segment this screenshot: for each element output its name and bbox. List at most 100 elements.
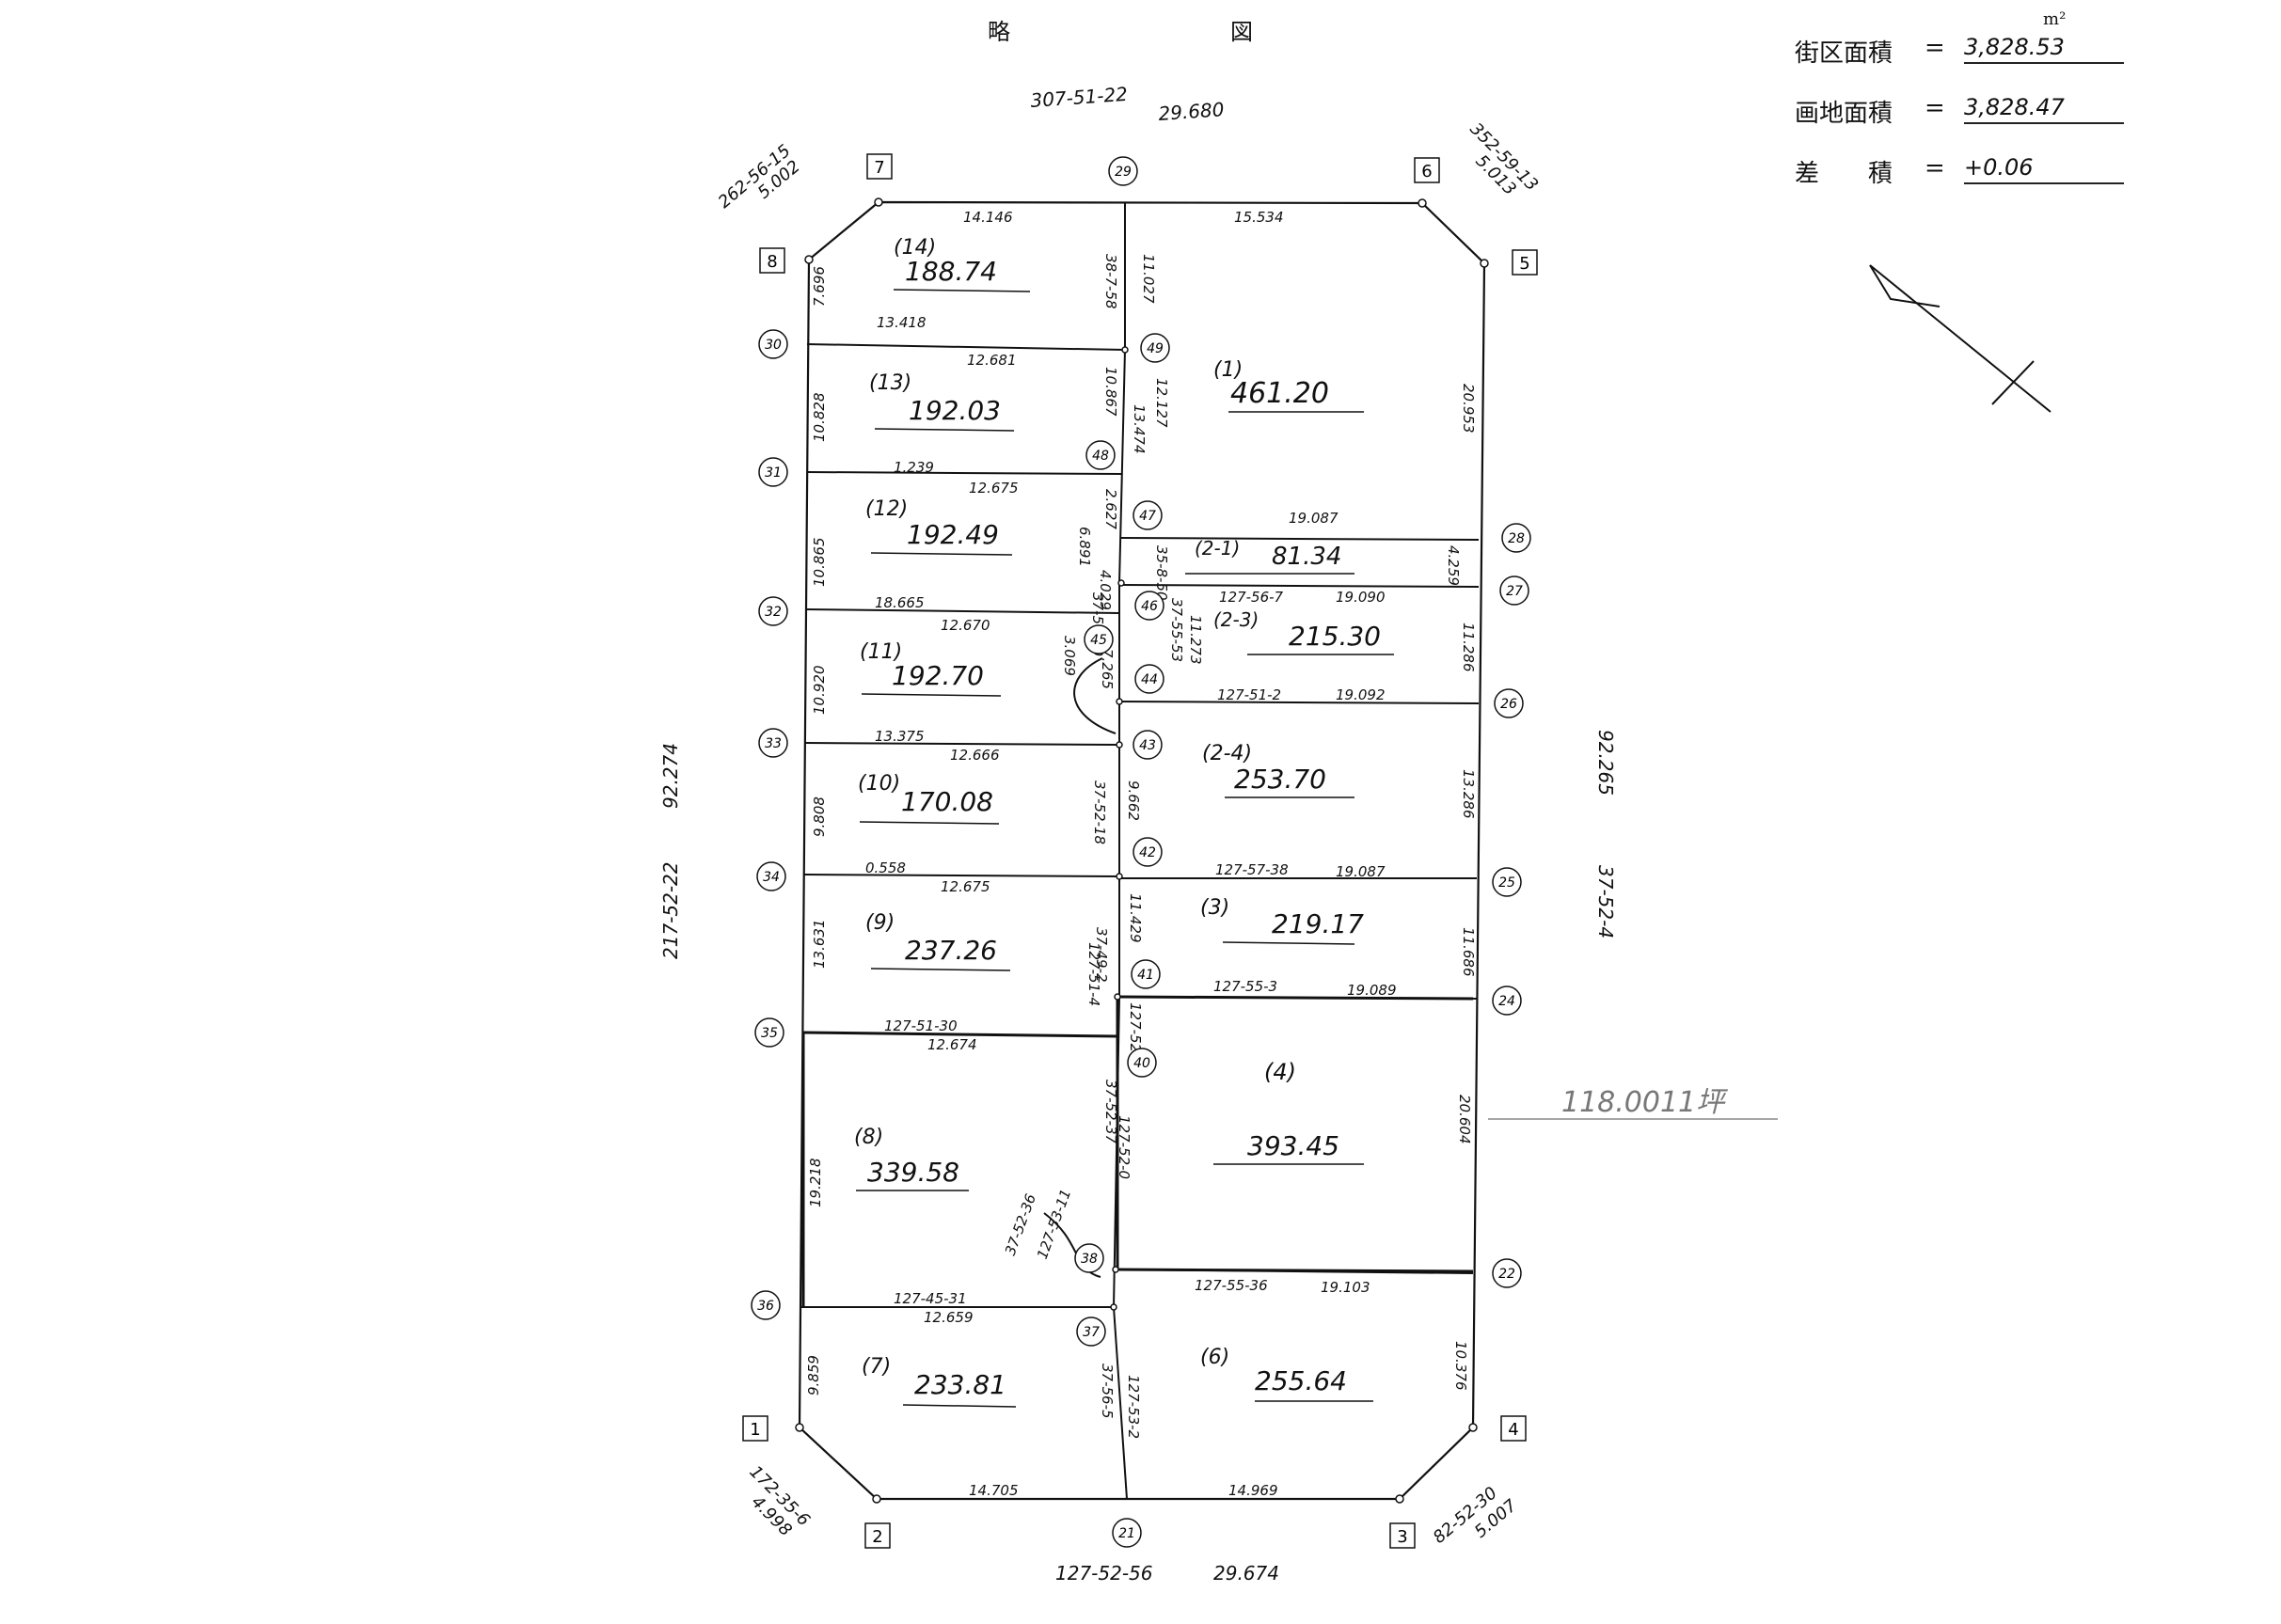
parcel-number: (14) — [894, 236, 936, 260]
marker-label: 22 — [1498, 1267, 1515, 1282]
lot-area-label: 画地面積 — [1795, 100, 1893, 128]
marker-label: 48 — [1092, 449, 1109, 464]
parcel-2-4: (2-4) 253.70 — [1202, 742, 1354, 798]
parcel-11: (11) 192.70 — [860, 640, 1002, 697]
parcel-labels: (14) 188.74 (13) 192.03 (12) 192.49 (11)… — [854, 236, 1394, 1408]
edge-label: 12.681 — [967, 352, 1017, 369]
marker-label: 3 — [1397, 1527, 1407, 1547]
block-area-value: 3,828.53 — [1964, 34, 2124, 64]
edge-label: 37-55-53 — [1168, 598, 1185, 662]
parcel-number: (1) — [1213, 358, 1243, 382]
circle-marker-38: 38 — [1074, 1243, 1104, 1273]
marker-label: 42 — [1139, 845, 1156, 860]
top-bearing: 307-51-22 — [1030, 83, 1129, 112]
edge-label: 0.558 — [865, 859, 906, 876]
area-unit: m² — [2043, 9, 2067, 29]
edge-label: 10.376 — [1452, 1341, 1469, 1391]
parcel-area: 461.20 — [1230, 377, 1329, 410]
circle-marker-28: 28 — [1501, 523, 1531, 553]
edge-label: 127-55-36 — [1195, 1277, 1268, 1294]
marker-label: 33 — [765, 736, 782, 751]
block-area-label: 街区面積 — [1795, 39, 1893, 68]
right-bearing: 37-52-4 — [1594, 865, 1617, 938]
edge-label: 19.103 — [1321, 1279, 1370, 1296]
edge-label: 9.859 — [805, 1355, 822, 1395]
parcel-number: (6) — [1200, 1346, 1229, 1369]
edge-label: 37-49-2 — [1093, 927, 1110, 983]
edge-label: 35-8-50 — [1153, 545, 1170, 601]
circle-marker-40: 40 — [1127, 1048, 1157, 1078]
parcel-1: (1) 461.20 — [1213, 358, 1364, 413]
edge-label: 15.534 — [1234, 209, 1284, 226]
difference-label: 差 積 — [1795, 160, 1893, 188]
parcel-7: (7) 233.81 — [862, 1355, 1017, 1408]
marker-label: 4 — [1508, 1420, 1518, 1440]
difference-value: +0.06 — [1964, 154, 2124, 184]
edge-label: 12.675 — [941, 878, 990, 895]
edge-label: 19.218 — [807, 1159, 824, 1208]
circle-marker-46: 46 — [1134, 591, 1164, 621]
marker-label: 43 — [1139, 738, 1156, 753]
title-right-char: 図 — [1230, 19, 1255, 45]
lot-lines — [800, 203, 1480, 1500]
edge-label: 127-55-3 — [1213, 978, 1277, 995]
parcel-area: 215.30 — [1289, 621, 1381, 652]
square-marker-1: 1 — [742, 1415, 768, 1442]
parcel-6: (6) 255.64 — [1200, 1346, 1373, 1402]
edge-label: 127-53-2 — [1125, 1375, 1142, 1439]
equals-sign: = — [1925, 154, 1945, 182]
edge-label: 127-51-4 — [1085, 942, 1102, 1006]
vertex-points — [795, 197, 1489, 1504]
square-marker-7: 7 — [866, 153, 893, 180]
parcel-area: 253.70 — [1234, 764, 1326, 795]
edge-label: 37-56-5 — [1099, 1364, 1116, 1419]
parcel-area: 219.17 — [1272, 908, 1364, 939]
marker-label: 8 — [767, 252, 777, 272]
edge-label: 19.092 — [1336, 686, 1386, 703]
parcel-number: (8) — [854, 1126, 883, 1149]
parcel-number: (10) — [858, 772, 900, 796]
edge-label: 13.418 — [877, 314, 927, 331]
square-marker-4: 4 — [1500, 1415, 1527, 1442]
north-arrow-icon — [1869, 264, 2051, 413]
edge-label: 19.089 — [1347, 982, 1397, 999]
parcel-area: 237.26 — [905, 935, 997, 966]
parcel-area: 170.08 — [901, 786, 993, 817]
circle-marker-22: 22 — [1492, 1258, 1522, 1288]
edge-label: 20.604 — [1456, 1095, 1473, 1144]
edge-label: 127-53-11 — [1034, 1187, 1074, 1261]
edge-label: 2.627 — [1102, 489, 1119, 529]
square-marker-6: 6 — [1414, 157, 1440, 183]
marker-label: 36 — [757, 1299, 774, 1314]
parcel-9: (9) 237.26 — [865, 911, 1011, 971]
circle-marker-24: 24 — [1492, 985, 1522, 1016]
marker-label: 44 — [1141, 672, 1158, 687]
circle-markers: 21 22 23 24 25 26 27 28 29 30 31 32 33 3… — [751, 156, 1531, 1548]
marker-label: 46 — [1141, 599, 1158, 614]
parcel-number: (2-1) — [1195, 537, 1240, 560]
edge-label: 14.705 — [969, 1482, 1019, 1499]
parcel-area: 255.64 — [1255, 1365, 1347, 1396]
edge-label: 13.474 — [1131, 404, 1148, 454]
edge-label: 7.265 — [1099, 649, 1116, 689]
marker-label: 7 — [874, 158, 884, 178]
edge-label: 14.969 — [1228, 1482, 1278, 1499]
marker-label: 27 — [1506, 584, 1523, 599]
edge-label: 37-52-18 — [1091, 780, 1108, 844]
circle-marker-48: 48 — [1085, 440, 1116, 470]
edge-label: 12.674 — [927, 1036, 977, 1053]
marker-label: 29 — [1115, 165, 1132, 180]
edge-label: 37-52-36 — [1002, 1191, 1039, 1257]
circle-marker-33: 33 — [758, 728, 788, 758]
marker-label: 47 — [1139, 509, 1156, 524]
edge-label: 12.670 — [941, 617, 990, 634]
marker-label: 49 — [1147, 341, 1164, 356]
left-bearing: 217-52-22 — [659, 861, 682, 959]
edge-labels-vertical: 7.696 10.828 10.865 10.920 9.808 13.631 … — [805, 254, 1477, 1439]
edge-label: 12.666 — [950, 747, 1000, 764]
square-marker-8: 8 — [759, 247, 785, 274]
circle-marker-31: 31 — [758, 457, 788, 487]
parcel-area: 188.74 — [905, 256, 997, 287]
circle-marker-21: 21 — [1112, 1518, 1142, 1548]
